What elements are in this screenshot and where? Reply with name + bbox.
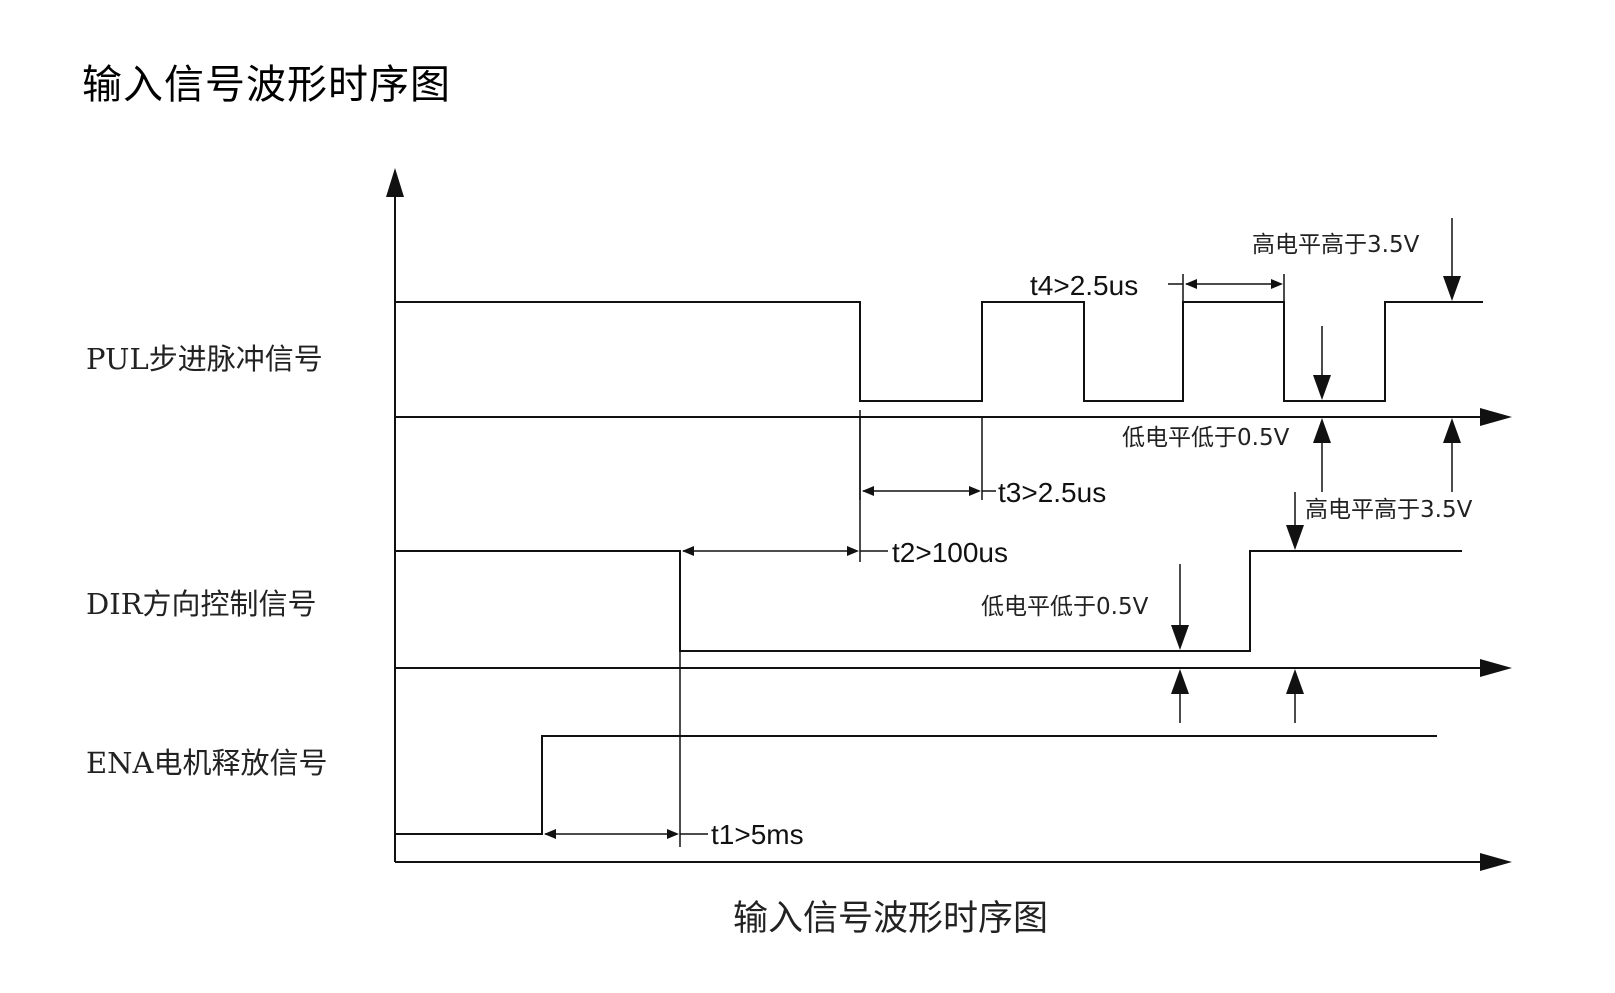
t1-dimension	[544, 651, 708, 847]
dir-low-arrow	[1171, 564, 1189, 650]
pul-low-arrow	[1313, 326, 1331, 400]
dir-low-annotation: 低电平低于0.5V	[981, 594, 1149, 620]
pul-signal-label: PUL步进脉冲信号	[86, 342, 323, 376]
dir-baseline-up-arrow-1	[1171, 669, 1189, 723]
dir-waveform	[395, 550, 1462, 652]
pul-high-arrow	[1443, 218, 1461, 301]
pul-baseline-up-arrow-2	[1443, 418, 1461, 492]
t1-label: t1>5ms	[711, 819, 804, 850]
dir-high-annotation: 高电平高于3.5V	[1305, 497, 1473, 523]
ena-signal-label: ENA电机释放信号	[86, 746, 328, 780]
dir-baseline	[395, 659, 1512, 677]
t3-dimension	[859, 417, 996, 500]
t3-label: t3>2.5us	[998, 477, 1106, 508]
ena-waveform	[395, 735, 1437, 835]
pul-baseline	[395, 408, 1512, 426]
pul-baseline-up-arrow-1	[1313, 418, 1331, 492]
dir-high-arrow	[1286, 492, 1304, 550]
pul-high-annotation: 高电平高于3.5V	[1252, 232, 1420, 258]
vertical-axis	[386, 168, 404, 862]
t4-label: t4>2.5us	[1030, 270, 1138, 301]
page-heading: 输入信号波形时序图	[82, 62, 451, 108]
dir-baseline-up-arrow-2	[1286, 669, 1304, 723]
pul-low-annotation: 低电平低于0.5V	[1122, 425, 1290, 451]
ena-baseline	[395, 853, 1512, 871]
t2-label: t2>100us	[892, 537, 1008, 568]
dir-signal-label: DIR方向控制信号	[86, 587, 317, 621]
t4-dimension	[1168, 274, 1285, 302]
pul-waveform	[395, 301, 1483, 402]
t2-dimension	[682, 410, 888, 562]
diagram-caption: 输入信号波形时序图	[733, 899, 1048, 939]
